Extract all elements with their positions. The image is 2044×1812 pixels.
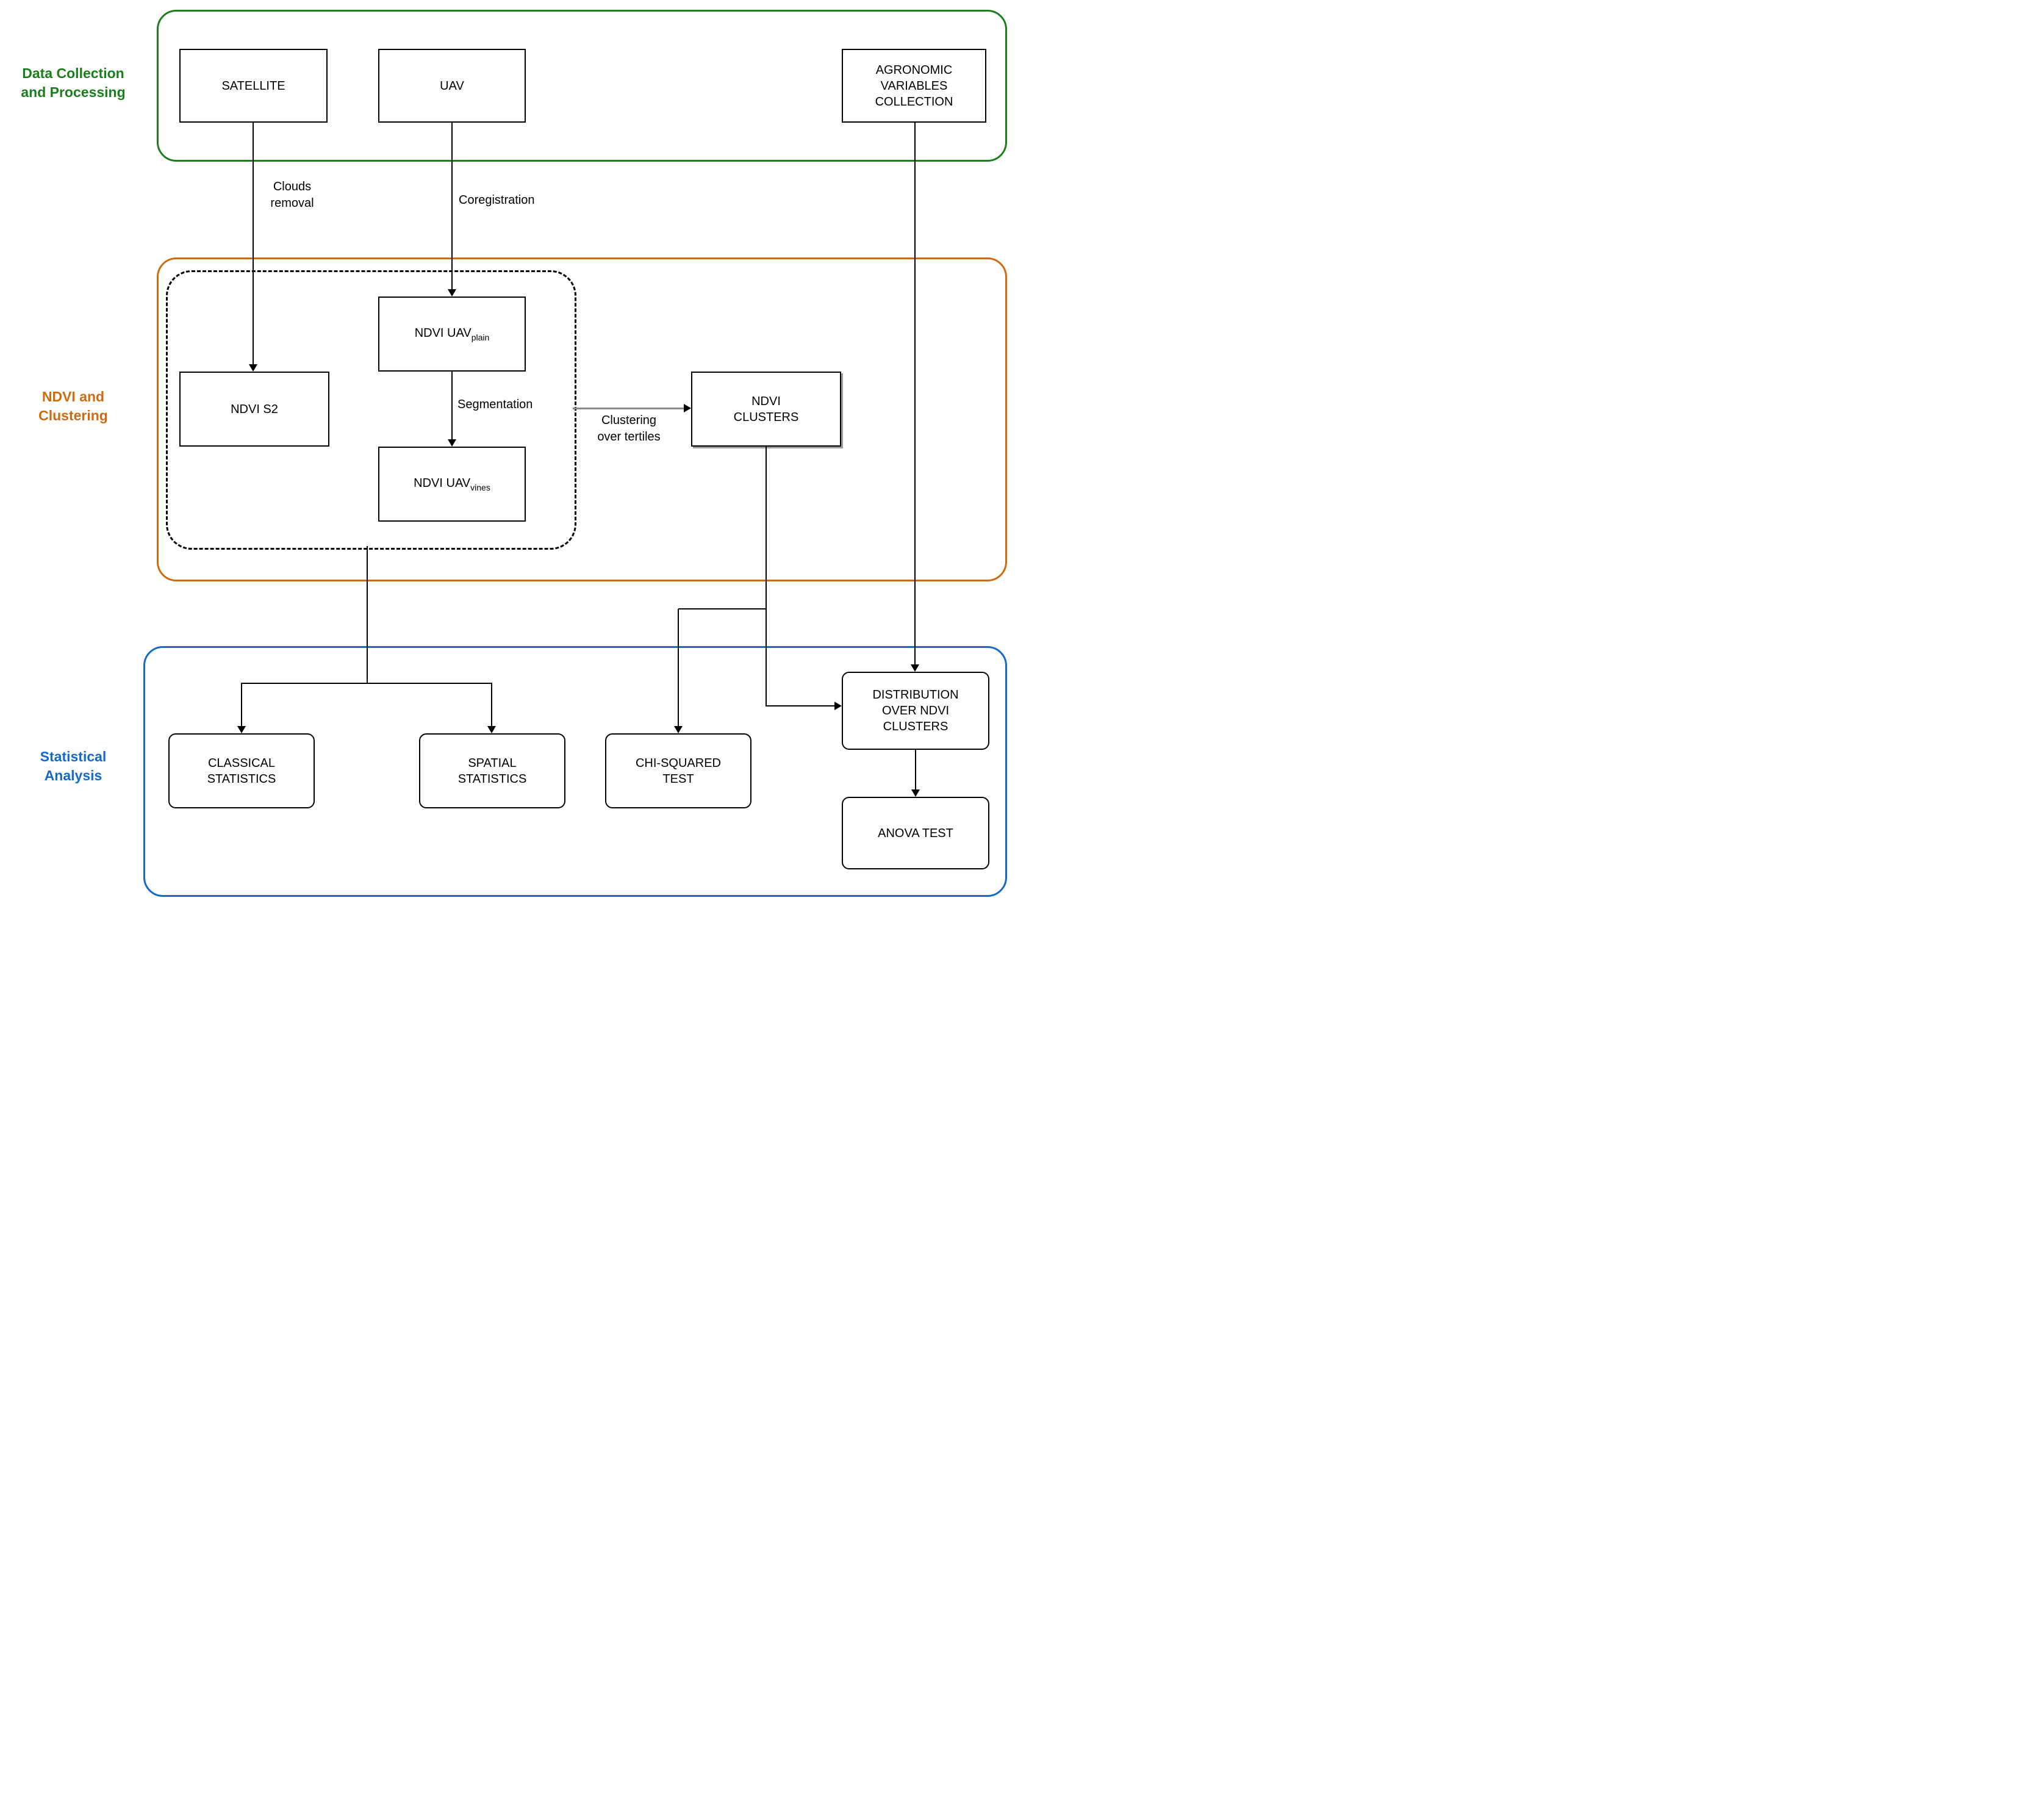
edge-label-coregistration: Coregistration: [459, 193, 535, 207]
arrowhead-spatial-statistics: [487, 726, 496, 733]
arrowhead-ndvi-uav-vines: [448, 439, 456, 447]
connector-chi-branch-horizontal: [678, 608, 766, 609]
arrowhead-chi-squared-test: [674, 726, 683, 733]
edge-label-clustering-over-tertiles: Clustering over tertiles: [597, 414, 661, 444]
ndvi-uav-vines-main: NDVI UAV: [414, 476, 471, 490]
arrowhead-anova-test: [911, 789, 920, 797]
node-ndvi-uav-plain: NDVI UAVplain: [378, 297, 526, 372]
node-ndvi-uav-vines-label: NDVI UAVvines: [414, 475, 490, 493]
edge-label-segmentation: Segmentation: [457, 398, 533, 411]
connector-ndvi-clusters-down: [766, 447, 767, 706]
section-label-data-collection: Data Collection and Processing: [21, 65, 126, 101]
node-chi-squared-test: CHI-SQUARED TEST: [605, 733, 751, 808]
node-satellite: SATELLITE: [179, 49, 328, 123]
node-anova-test: ANOVA TEST: [842, 797, 989, 869]
node-ndvi-clusters: NDVI CLUSTERS: [691, 372, 841, 447]
connector-segmentation: [451, 372, 453, 439]
node-distribution-over-ndvi-clusters: DISTRIBUTION OVER NDVI CLUSTERS: [842, 672, 989, 750]
section-ndvi-clustering: [157, 257, 1007, 581]
node-ndvi-uav-vines: NDVI UAVvines: [378, 447, 526, 522]
section-statistical-analysis: [143, 646, 1007, 897]
node-spatial-statistics: SPATIAL STATISTICS: [419, 733, 565, 808]
connector-agronomic-down: [914, 123, 916, 664]
arrowhead-distribution-top: [911, 664, 919, 672]
connector-split-horizontal: [241, 683, 492, 684]
connector-to-distribution: [766, 705, 834, 706]
connector-satellite-to-ndvi-s2: [253, 123, 254, 364]
connector-clustering-over-tertiles: [573, 408, 684, 409]
edge-label-clouds-removal: Clouds removal: [270, 180, 314, 210]
node-uav: UAV: [378, 49, 526, 123]
ndvi-uav-plain-main: NDVI UAV: [414, 326, 472, 340]
connector-distribution-to-anova: [915, 750, 916, 789]
connector-chi-branch-down: [678, 609, 679, 726]
arrowhead-ndvi-s2: [249, 364, 257, 372]
section-data-collection: [157, 10, 1007, 162]
connector-to-classical: [241, 683, 242, 726]
arrowhead-ndvi-clusters: [684, 404, 691, 412]
ndvi-uav-plain-subscript: plain: [471, 332, 490, 342]
connector-dashed-group-down: [367, 546, 368, 683]
connector-uav-to-ndvi-uav-plain: [451, 123, 453, 289]
arrowhead-distribution-left: [834, 702, 842, 710]
section-label-ndvi-clustering: NDVI and Clustering: [38, 389, 108, 424]
ndvi-uav-vines-subscript: vines: [470, 482, 490, 492]
node-ndvi-s2: NDVI S2: [179, 372, 329, 447]
flowchart: Data Collection and Processing NDVI and …: [0, 0, 1022, 906]
node-agronomic-variables-collection: AGRONOMIC VARIABLES COLLECTION: [842, 49, 986, 123]
arrowhead-classical-statistics: [237, 726, 246, 733]
dashed-ndvi-group: [166, 270, 576, 550]
node-ndvi-uav-plain-label: NDVI UAVplain: [415, 325, 490, 343]
connector-to-spatial: [491, 683, 492, 726]
section-label-statistical-analysis: Statistical Analysis: [40, 749, 107, 784]
arrowhead-ndvi-uav-plain: [448, 289, 456, 297]
node-classical-statistics: CLASSICAL STATISTICS: [168, 733, 315, 808]
